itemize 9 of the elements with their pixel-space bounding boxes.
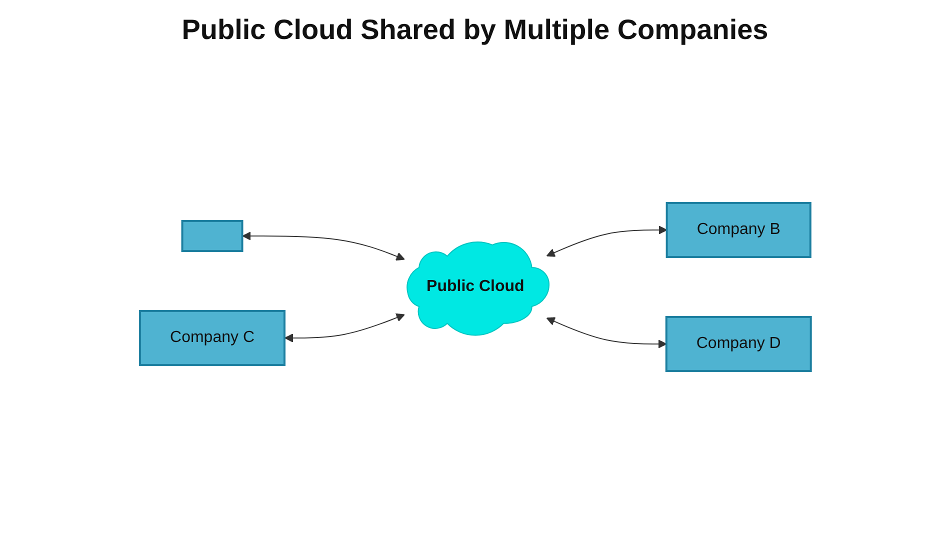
- node-box: Company C: [138, 310, 286, 366]
- diagram-title: Public Cloud Shared by Multiple Companies: [180, 14, 770, 46]
- node-box: Company B: [665, 202, 811, 258]
- node-box: Company D: [664, 316, 812, 372]
- arrow: [242, 232, 404, 261]
- node-box: [180, 220, 243, 252]
- arrow: [284, 313, 404, 342]
- arrow: [546, 317, 666, 348]
- arrow: [546, 226, 667, 257]
